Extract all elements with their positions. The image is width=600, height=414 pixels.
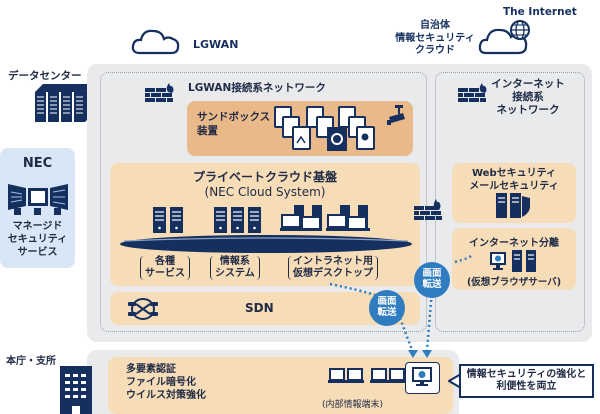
- prefectural-cloud-label: 自治体 情報セキュリティ クラウド: [395, 20, 475, 58]
- internet-net-line-2: 接続系: [512, 91, 544, 104]
- monitoring-screens-icon: [6, 180, 70, 216]
- callout-line-1: 情報セキュリティの強化と: [466, 368, 587, 380]
- sandbox-label: サンドボックス 装置: [197, 111, 270, 138]
- internet-cloud: [478, 15, 538, 57]
- feature-antivirus: ウイルス対策強化: [126, 390, 206, 401]
- laptops-icon: [328, 367, 408, 385]
- arrow-down-1: [408, 350, 418, 358]
- boundary-firewall-icon: [414, 196, 442, 222]
- virtual-desktop-icon: [280, 205, 372, 235]
- lgwan-cloud: [130, 26, 186, 56]
- nec-service-label: マネージド セキュリティ サービス: [0, 220, 75, 259]
- lgwan-network-zone: [100, 72, 427, 332]
- info-system-servers-icon: [214, 207, 262, 235]
- benefit-callout: 情報セキュリティの強化と 利便性を両立: [459, 364, 594, 398]
- cloud-platform-base: [118, 233, 414, 255]
- screen-transfer-badge-1: 画面転送: [369, 290, 405, 326]
- arrow-down-2: [422, 350, 432, 358]
- nec-managed-security: NEC マネージド セキュリティ サービス: [0, 148, 75, 268]
- terminals-caption: (内部情報端末): [322, 400, 384, 410]
- web-security-label: Webセキュリティ メールセキュリティ: [452, 167, 576, 193]
- feature-mfa: 多要素認証: [126, 364, 176, 375]
- internet-net-line-3: ネットワーク: [496, 104, 560, 117]
- group-vdi-line-2: 仮想デスクトップ: [293, 268, 373, 279]
- firewall-icon: [145, 83, 174, 102]
- internet-separation: インターネット分離 (仮想ブラウザサーバ): [452, 228, 576, 290]
- connector-vdi-to-transfer: [329, 282, 379, 298]
- group-services-line-2: サービス: [145, 268, 185, 279]
- callout-line-2: 利便性を両立: [496, 381, 557, 392]
- connector-transfer2-to-terminal: [425, 289, 434, 351]
- cloud-globe-icon: [478, 20, 530, 55]
- lgwan-network-label: LGWAN接続系ネットワーク: [188, 82, 326, 94]
- sdn-label: SDN: [245, 301, 274, 315]
- camera-icon: [387, 105, 407, 127]
- lgwan-firewall-icon: [145, 80, 175, 104]
- virtual-terminal-box: [405, 362, 440, 394]
- transfer-1-line-1: 画面: [377, 296, 397, 308]
- transfer-2-line-1: 画面: [422, 268, 442, 280]
- group-label-virtual-desktop: イントラネット用 仮想デスクトップ: [288, 256, 378, 280]
- internet-separation-caption: (仮想ブラウザサーバ): [466, 277, 562, 288]
- internet-label: The Internet: [503, 6, 577, 18]
- group-services-line-1: 各種: [155, 256, 175, 267]
- prefectural-line-2: 情報セキュリティ: [395, 32, 475, 44]
- nec-line-3: サービス: [17, 247, 58, 258]
- server-shield-icon: [496, 193, 534, 219]
- branch-security-box: 多要素認証 ファイル暗号化 ウイルス対策強化 (内部情報端末): [108, 357, 453, 414]
- data-center-label: データセンター: [8, 70, 82, 82]
- internet-network-label: インターネット 接続系 ネットワーク: [488, 78, 568, 117]
- websec-line-1: Webセキュリティ: [471, 168, 556, 179]
- group-vdi-line-1: イントラネット用: [293, 256, 373, 267]
- branch-label: 本庁・支所: [6, 356, 56, 367]
- nec-line-2: セキュリティ: [7, 234, 68, 245]
- private-cloud-title: プライベートクラウド基盤: [192, 170, 337, 184]
- nec-line-1: マネージド: [12, 221, 63, 232]
- lgwan-label: LGWAN: [193, 38, 239, 51]
- transfer-1-line-2: 転送: [377, 307, 397, 318]
- sandbox-line-2: 装置: [197, 124, 218, 137]
- connector-browser-to-transfer: [454, 254, 474, 264]
- prefectural-line-3: クラウド: [415, 45, 455, 56]
- monitor-globe-icon: [412, 367, 432, 386]
- internet-firewall-icon: [458, 80, 488, 104]
- internet-separation-title: インターネット分離: [469, 238, 559, 249]
- branch-features: 多要素認証 ファイル暗号化 ウイルス対策強化: [126, 363, 206, 402]
- browser-server-icon: [490, 250, 544, 272]
- sandbox-device: サンドボックス 装置: [187, 101, 413, 156]
- feature-file-encryption: ファイル暗号化: [126, 377, 196, 388]
- websec-line-2: メールセキュリティ: [469, 181, 559, 192]
- connector-transfer1-to-terminal: [398, 317, 414, 351]
- group-label-services: 各種 サービス: [140, 256, 190, 280]
- building-icon: [60, 366, 92, 414]
- private-cloud-platform: プライベートクラウド基盤 (NEC Cloud System): [110, 163, 420, 286]
- web-mail-security: Webセキュリティ メールセキュリティ: [452, 163, 576, 223]
- documents-cluster-icon: [273, 105, 383, 155]
- internet-net-line-1: インターネット: [491, 78, 565, 90]
- nec-title: NEC: [22, 156, 53, 171]
- private-cloud-subtitle: (NEC Cloud System): [204, 185, 326, 199]
- group-info-line-1: 情報系: [219, 256, 250, 267]
- service-servers-icon: [153, 207, 185, 235]
- group-info-line-2: システム: [215, 268, 255, 279]
- group-label-info-system: 情報系 システム: [210, 256, 260, 280]
- sandbox-line-1: サンドボックス: [197, 111, 271, 123]
- prefectural-line-1: 自治体: [420, 20, 450, 31]
- sdn-box: SDN: [110, 292, 420, 325]
- globe-icon: [510, 20, 530, 40]
- screen-transfer-badge-2: 画面転送: [414, 262, 450, 298]
- transfer-2-line-2: 転送: [422, 279, 442, 290]
- sdn-switch-icon: [126, 296, 160, 322]
- cloud-icon: [131, 29, 180, 55]
